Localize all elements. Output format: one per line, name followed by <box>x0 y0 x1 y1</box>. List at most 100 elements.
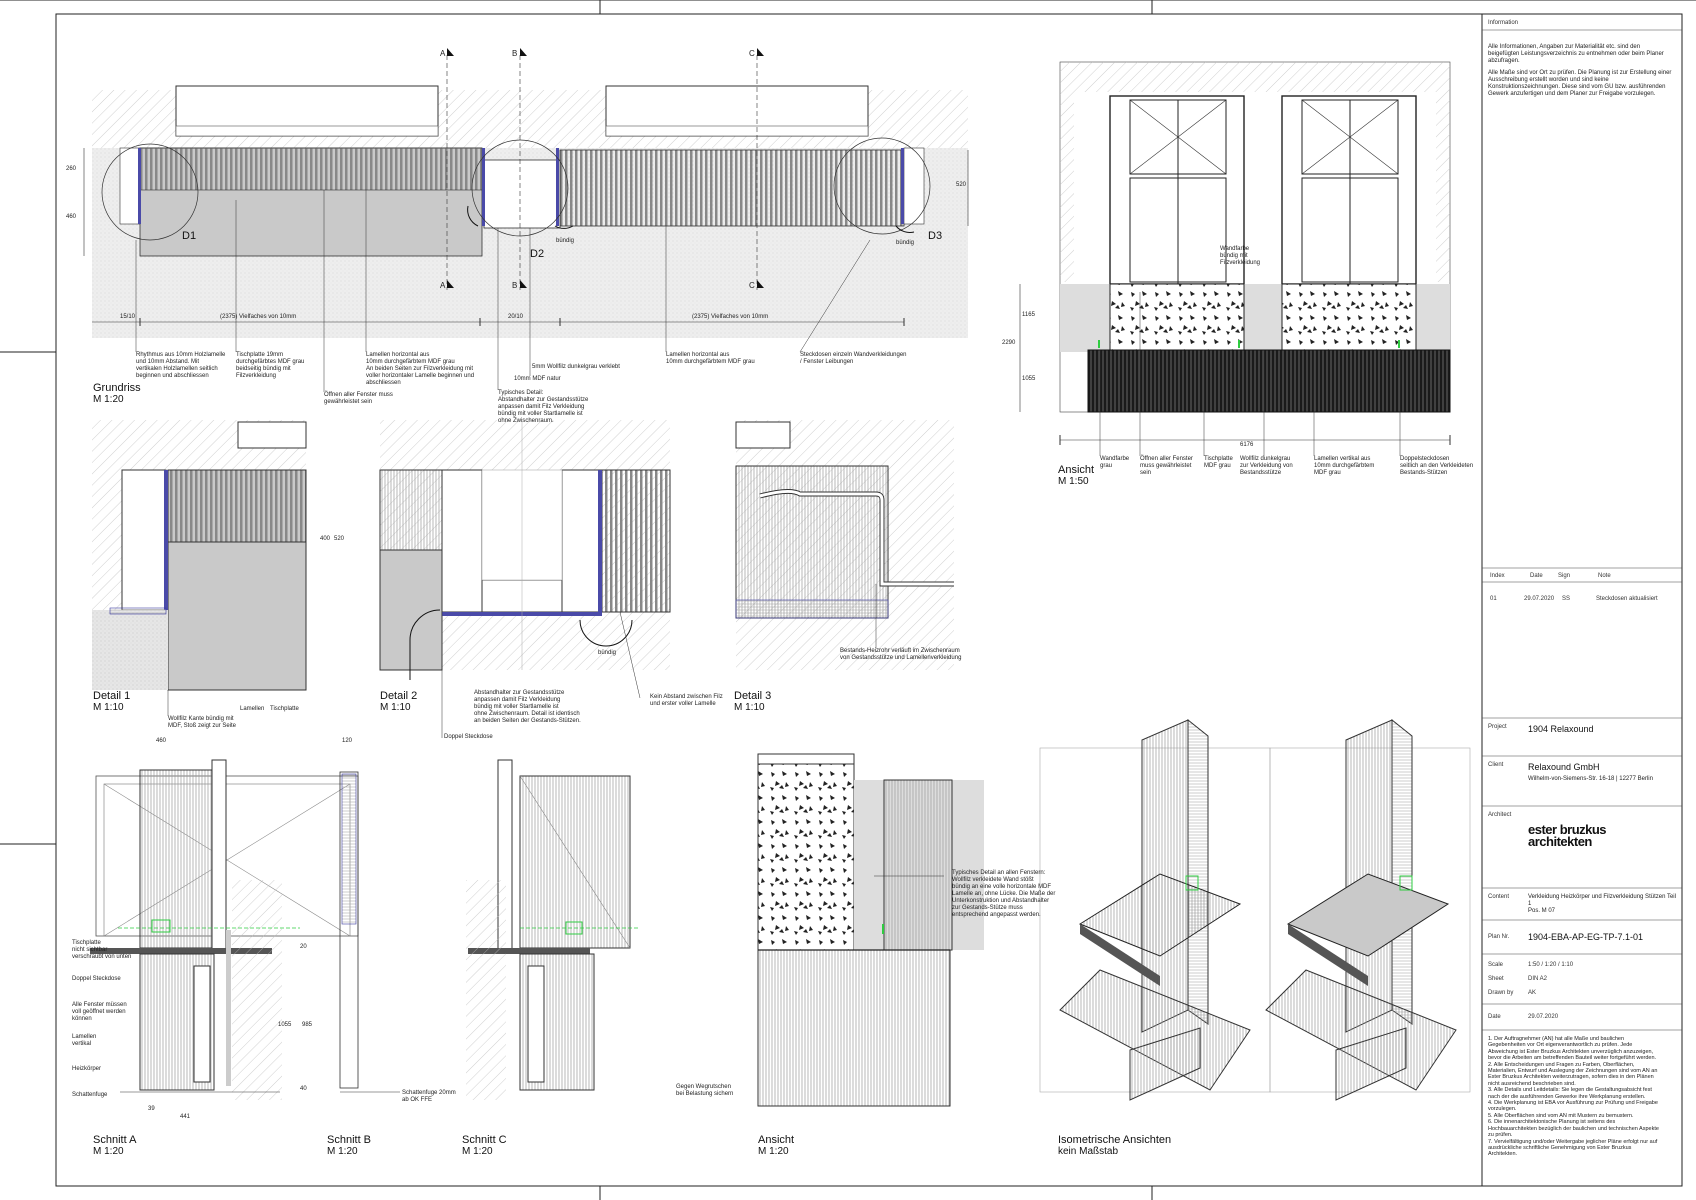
tb-planno-label: Plan Nr. <box>1488 934 1510 940</box>
note-abstandhalter: Abstandhalter zur Gestandsstütze anpasse… <box>474 690 581 724</box>
note-doppelsteckdosen: Doppelsteckdosen seitlich an den Verklei… <box>1400 456 1474 476</box>
marker-d1: D1 <box>182 230 197 242</box>
dim-s-1055: 1055 <box>278 1022 292 1028</box>
note-doppel-steckdose-schnitt: Doppel Steckdose <box>72 976 121 982</box>
ansicht-title: Ansicht <box>1058 464 1095 476</box>
dim-1165: 1165 <box>1022 312 1035 318</box>
grundriss-scale: M 1:20 <box>93 394 124 405</box>
schnitt-a-drawing <box>90 759 359 1100</box>
detail-1-drawing <box>92 420 307 691</box>
tb-rev1-sign: SS <box>1562 596 1571 602</box>
note-schattenfuge-20mm: Schattenfuge 20mm ab OK FFE <box>402 1090 456 1103</box>
note-heizrohr: Bestands-Heizrohr verläuft im Zwischenra… <box>840 648 962 661</box>
note-wollfilz-kante: Wollfilz Kante bündig mit MDF, Stoß zeig… <box>168 716 237 729</box>
schnitt-b-drawing <box>339 771 400 1093</box>
detail-3-title: Detail 3 <box>734 690 772 702</box>
tb-drawn-label: Drawn by <box>1488 990 1514 996</box>
dim-2290: 2290 <box>1002 340 1016 346</box>
tb-content-label: Content <box>1488 894 1510 900</box>
note-oeffnen-fenster: Öffnen aller Fenster muss gewährleistet … <box>1140 456 1193 476</box>
grundriss-plan <box>83 48 969 338</box>
tb-info-label: Information <box>1488 20 1519 26</box>
detail-2-title: Detail 2 <box>380 690 418 702</box>
dim-20: 20/10 <box>508 314 524 320</box>
tb-client: Relaxound GmbH <box>1528 762 1600 772</box>
tb-rev1-index: 01 <box>1490 596 1497 602</box>
section-a-top: A <box>440 49 446 58</box>
note-wollfilz-stuetze: Wollfilz dunkelgrau zur Verkleidung von … <box>1240 456 1293 476</box>
note-tischplatte: Tischplatte 19mm durchgefärbtes MDF grau… <box>236 352 305 379</box>
dim-d1-400: 400 <box>320 536 331 542</box>
note-tischplatte-mdf: Tischplatte MDF grau <box>1204 456 1233 469</box>
detail-1-scale: M 1:10 <box>93 702 124 713</box>
marker-d3: D3 <box>928 230 943 242</box>
dim-6176: 6176 <box>1240 442 1254 448</box>
note-heizkoerper: Heizkörper <box>72 1066 102 1072</box>
schnitt-b-scale: M 1:20 <box>327 1146 358 1157</box>
section-a-bottom: A <box>440 281 446 290</box>
schnitt-a-title: Schnitt A <box>93 1134 137 1146</box>
tb-client-address: Wilhelm-von-Siemens-Str. 16-18 | 12277 B… <box>1528 776 1653 782</box>
tb-info-text-1: Alle Informationen, Angaben zur Material… <box>1488 44 1664 64</box>
note-fenster-oeffnen: Öffnen aller Fenster muss gewährleistet … <box>324 392 393 405</box>
section-b-bottom: B <box>512 281 518 290</box>
tb-date-label: Date <box>1488 1014 1501 1020</box>
marker-d2: D2 <box>530 248 545 260</box>
buendig-label-3: bündig <box>598 650 617 656</box>
note-tischplatte-d1: Tischplatte <box>270 706 299 712</box>
note-wollfilz: 5mm Wollfilz dunkelgrau verklebt <box>532 364 620 370</box>
tb-planno: 1904-EBA-AP-EG-TP-7.1-01 <box>1528 932 1644 942</box>
note-wandfarbe: Wandfarbe grau <box>1100 456 1130 469</box>
schnitt-c-title: Schnitt C <box>462 1134 507 1146</box>
note-typisches-detail-fenster: Typisches Detail an allen Fenstern: Woll… <box>952 870 1056 918</box>
dim-d1-520: 520 <box>334 536 345 542</box>
dim-520: 520 <box>956 182 967 188</box>
note-lamellen-horizontal: Lamellen horizontal aus 10mm durchgefärb… <box>366 352 475 386</box>
note-lamellen-vertikal: Lamellen vertikal aus 10mm durchgefärbte… <box>1314 456 1375 476</box>
dim-15: 15/10 <box>120 314 136 320</box>
tb-content: Verkleidung Heizkörper und Filzverkleidu… <box>1528 894 1676 914</box>
tb-rev-sign-label: Sign <box>1558 573 1571 579</box>
tb-sheet: DIN A2 <box>1528 976 1548 982</box>
tb-rev1-note: Steckdosen aktualisiert <box>1596 596 1658 602</box>
tb-rev1-date: 29.07.2020 <box>1524 596 1555 602</box>
note-schattenfuge: Schattenfuge <box>72 1092 108 1098</box>
isometric-view-2 <box>1265 718 1471 1101</box>
detail-3-scale: M 1:10 <box>734 702 765 713</box>
ansicht-detail-title: Ansicht <box>758 1134 795 1146</box>
note-mdf-natur: 10mm MDF natur <box>514 376 561 382</box>
tb-project: 1904 Relaxound <box>1528 724 1594 734</box>
ansicht-detail-elevation <box>757 753 984 1107</box>
tb-drawn: AK <box>1528 990 1537 996</box>
tb-scale-label: Scale <box>1488 962 1504 968</box>
note-wegrutschen: Gegen Wegrutschen bei Belastung sichern <box>676 1084 734 1097</box>
dim-1055: 1055 <box>1022 376 1036 382</box>
tb-rev-note-label: Note <box>1598 573 1611 579</box>
leader-lines <box>135 190 1401 877</box>
buendig-label-1: bündig <box>556 238 575 244</box>
note-typisches-detail: Typisches Detail: Abstandhalter zur Gest… <box>498 390 589 424</box>
dim-s-39: 39 <box>148 1106 155 1112</box>
section-b-top: B <box>512 49 518 58</box>
isometric-view-1 <box>1039 718 1271 1101</box>
tb-info-text-2: Alle Maße sind vor Ort zu prüfen. Die Pl… <box>1488 70 1672 97</box>
ansicht-detail-scale: M 1:20 <box>758 1146 789 1157</box>
note-kein-abstand: Kein Abstand zwischen Filz und erster vo… <box>650 694 723 707</box>
dim-s-460: 460 <box>156 738 167 744</box>
note-alle-fenster: Alle Fenster müssen voll geöffnet werden… <box>72 1002 127 1022</box>
note-rhythmus: Rhythmus aus 10mm Holzlamelle und 10mm A… <box>136 352 226 379</box>
note-doppel-steckdose: Doppel Steckdose <box>444 734 493 740</box>
tb-rev-date-label: Date <box>1530 573 1543 579</box>
grundriss-title: Grundriss <box>93 382 141 394</box>
section-c-bottom: C <box>749 281 755 290</box>
note-lamellen-vertikal-schnitt: Lamellen vertikal <box>72 1034 97 1047</box>
dim-260: 260 <box>66 166 77 172</box>
iso-title: Isometrische Ansichten <box>1058 1134 1172 1146</box>
tb-footnotes: 1. Der Auftragnehmer (AN) hat alle Maße … <box>1488 1036 1659 1158</box>
dim-s-20: 20 <box>300 944 307 950</box>
dim-s-441: 441 <box>180 1114 191 1120</box>
buendig-label-2: bündig <box>896 240 915 246</box>
dim-2375-left: (2375) Vielfaches von 10mm <box>220 314 297 320</box>
detail-3-drawing <box>735 420 954 670</box>
